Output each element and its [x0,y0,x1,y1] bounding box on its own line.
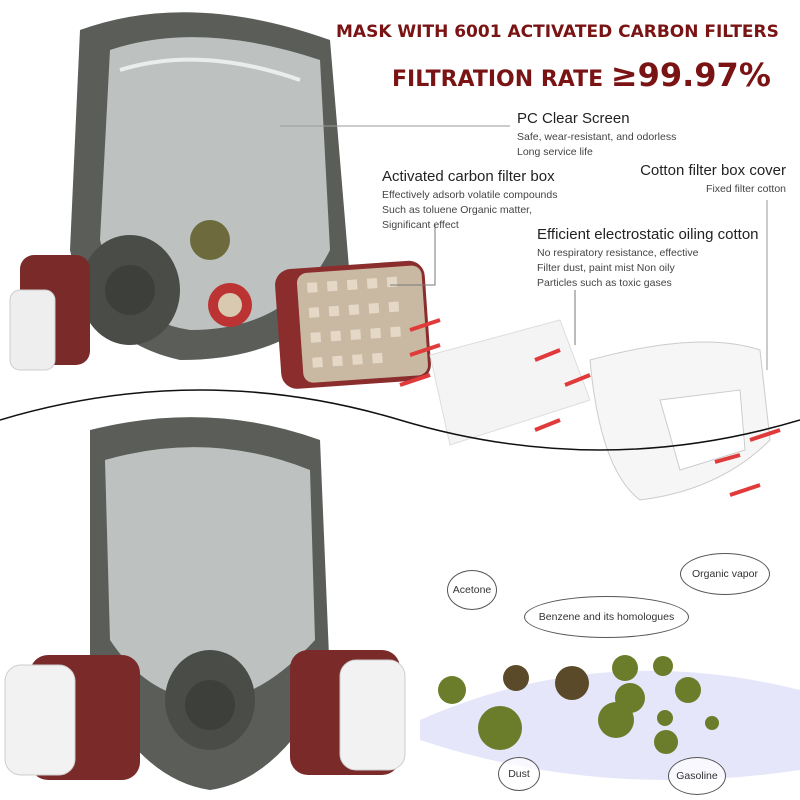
pollutant-benzene: Benzene and its homologues [524,596,689,638]
feature-pc-clear-screen: PC Clear Screen Safe, wear-resistant, an… [517,110,676,160]
pollutant-organic-vapor: Organic vapor [680,553,770,595]
headline-line2: FILTRATION RATE ≥99.97% [392,56,771,94]
feature-detail: Significant effect [382,219,459,231]
filtration-label: FILTRATION RATE [392,67,611,92]
pollutant-gasoline: Gasoline [668,757,726,795]
feature-detail: Long service life [517,146,593,158]
feature-title: Cotton filter box cover [640,162,786,179]
pollutant-acetone: Acetone [447,570,497,610]
feature-detail: Such as toluene Organic matter, [382,204,532,216]
feature-detail: Filter dust, paint mist Non oily [537,262,675,274]
feature-detail: Particles such as toxic gases [537,277,672,289]
feature-detail: Effectively adsorb volatile compounds [382,189,558,201]
feature-cotton-cover: Cotton filter box cover Fixed filter cot… [640,162,786,197]
feature-title: Efficient electrostatic oiling cotton [537,226,759,243]
feature-detail: Safe, wear-resistant, and odorless [517,131,677,143]
feature-detail: Fixed filter cotton [706,183,786,195]
headline-line1: MASK WITH 6001 ACTIVATED CARBON FILTERS [336,22,779,42]
feature-detail: No respiratory resistance, effective [537,247,699,259]
feature-electrostatic-cotton: Efficient electrostatic oiling cotton No… [537,226,759,291]
filtration-rate-value: ≥99.97% [610,56,771,94]
feature-title: PC Clear Screen [517,110,630,127]
feature-activated-carbon: Activated carbon filter box Effectively … [382,168,558,233]
feature-title: Activated carbon filter box [382,168,555,185]
pollutant-dust: Dust [498,757,540,791]
